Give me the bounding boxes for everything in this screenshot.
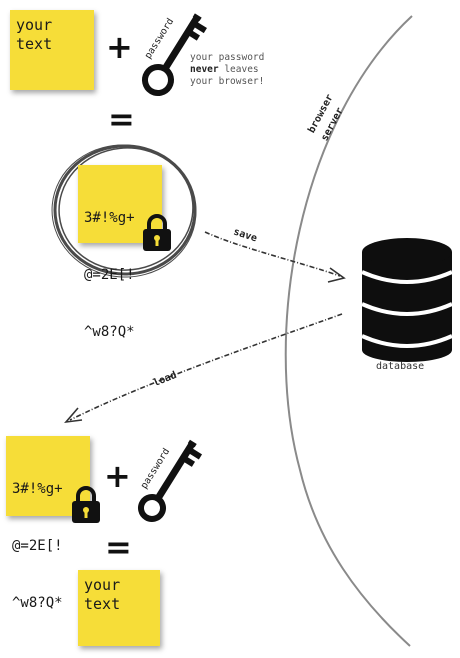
database-label: database [376, 361, 425, 372]
cipher-line-2: @=2E[! [12, 538, 63, 554]
cipher-line-2: @=2E[! [84, 267, 135, 283]
caption-leaves: leaves [218, 64, 259, 75]
caption-line-1: your password [190, 52, 265, 63]
equals-operator-bottom: = [105, 528, 132, 566]
plus-operator-top: + [106, 28, 133, 66]
cipher-line-3: ^w8?Q* [84, 324, 135, 340]
note-line-1: your [16, 16, 53, 34]
password-caption: your password never leaves your browser! [190, 52, 300, 88]
browser-server-divider [284, 15, 413, 647]
note-line-1: your [84, 576, 121, 594]
scribble-circle [51, 144, 197, 278]
lock-icon-top [143, 214, 171, 251]
caption-line-2: never leaves [190, 64, 300, 76]
cipher-line-3: ^w8?Q* [12, 595, 63, 611]
plaintext-note-top: your text [10, 10, 94, 90]
note-line-2: text [16, 35, 53, 53]
load-arrow [64, 313, 343, 424]
lock-icon-bottom [72, 486, 100, 523]
plaintext-note-bottom: your text [78, 570, 160, 646]
equals-operator-top: = [108, 100, 135, 138]
database-icon [361, 238, 453, 362]
save-arrow [204, 231, 346, 283]
caption-never: never [190, 64, 219, 75]
cipher-line-1: 3#!%g+ [12, 481, 63, 497]
note-line-2: text [84, 595, 121, 613]
plus-operator-bottom: + [104, 457, 131, 495]
bottom-key-icon [138, 439, 203, 522]
caption-line-3: your browser! [190, 76, 265, 87]
cipher-line-1: 3#!%g+ [84, 210, 135, 226]
top-key-icon [142, 13, 207, 96]
encrypted-note-bottom: 3#!%g+ @=2E[! ^w8?Q* [6, 436, 90, 611]
